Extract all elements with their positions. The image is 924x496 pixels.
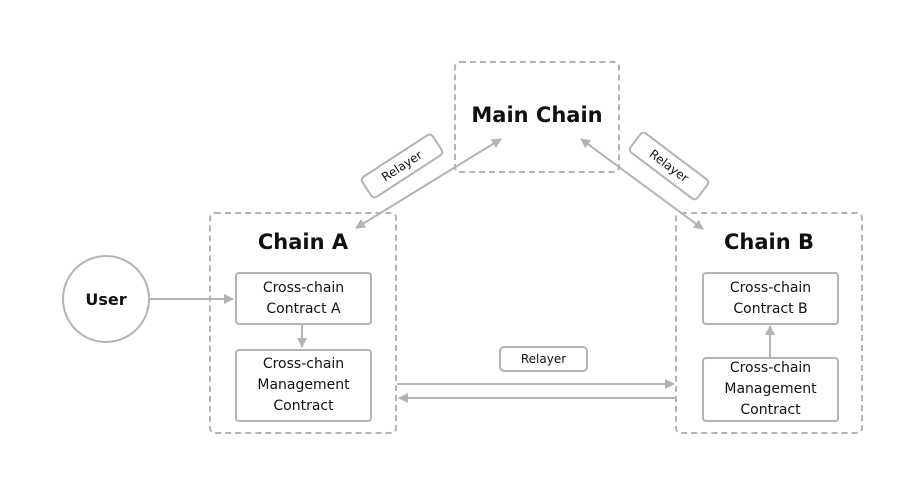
contract-b-line2: Contract B xyxy=(733,300,808,317)
main-chain-container: Main Chain xyxy=(454,61,620,173)
contract-a-line1: Cross-chain xyxy=(262,279,345,296)
chain-b-title: Chain B xyxy=(724,230,814,254)
cross-chain-contract-b: Cross-chain Contract B xyxy=(702,272,839,325)
chain-a-title: Chain A xyxy=(257,230,349,254)
arrow-main-chain-chain-b xyxy=(580,138,704,230)
user-node: User xyxy=(62,255,150,343)
cross-chain-contract-a: Cross-chain Contract A xyxy=(235,272,372,325)
management-a-line3: Contract xyxy=(273,398,334,414)
chain-a-container: Chain A xyxy=(209,212,397,434)
management-a-line2: Management xyxy=(257,377,350,393)
user-label: User xyxy=(85,289,127,309)
relayer-label-bottom: Relayer xyxy=(499,346,588,372)
main-chain-title: Main Chain xyxy=(471,103,603,127)
chain-b-container: Chain B xyxy=(675,212,863,434)
contract-a-line2: Contract A xyxy=(266,300,341,317)
contract-b-line1: Cross-chain xyxy=(729,279,812,296)
management-b-line3: Contract xyxy=(740,402,801,418)
management-b-line2: Management xyxy=(724,381,817,397)
management-b-line1: Cross-chain xyxy=(729,360,812,376)
relayer-bottom-text: Relayer xyxy=(520,352,567,366)
management-a-line1: Cross-chain xyxy=(262,356,345,372)
cross-chain-management-contract-a: Cross-chain Management Contract xyxy=(235,349,372,422)
cross-chain-management-contract-b: Cross-chain Management Contract xyxy=(702,357,839,422)
